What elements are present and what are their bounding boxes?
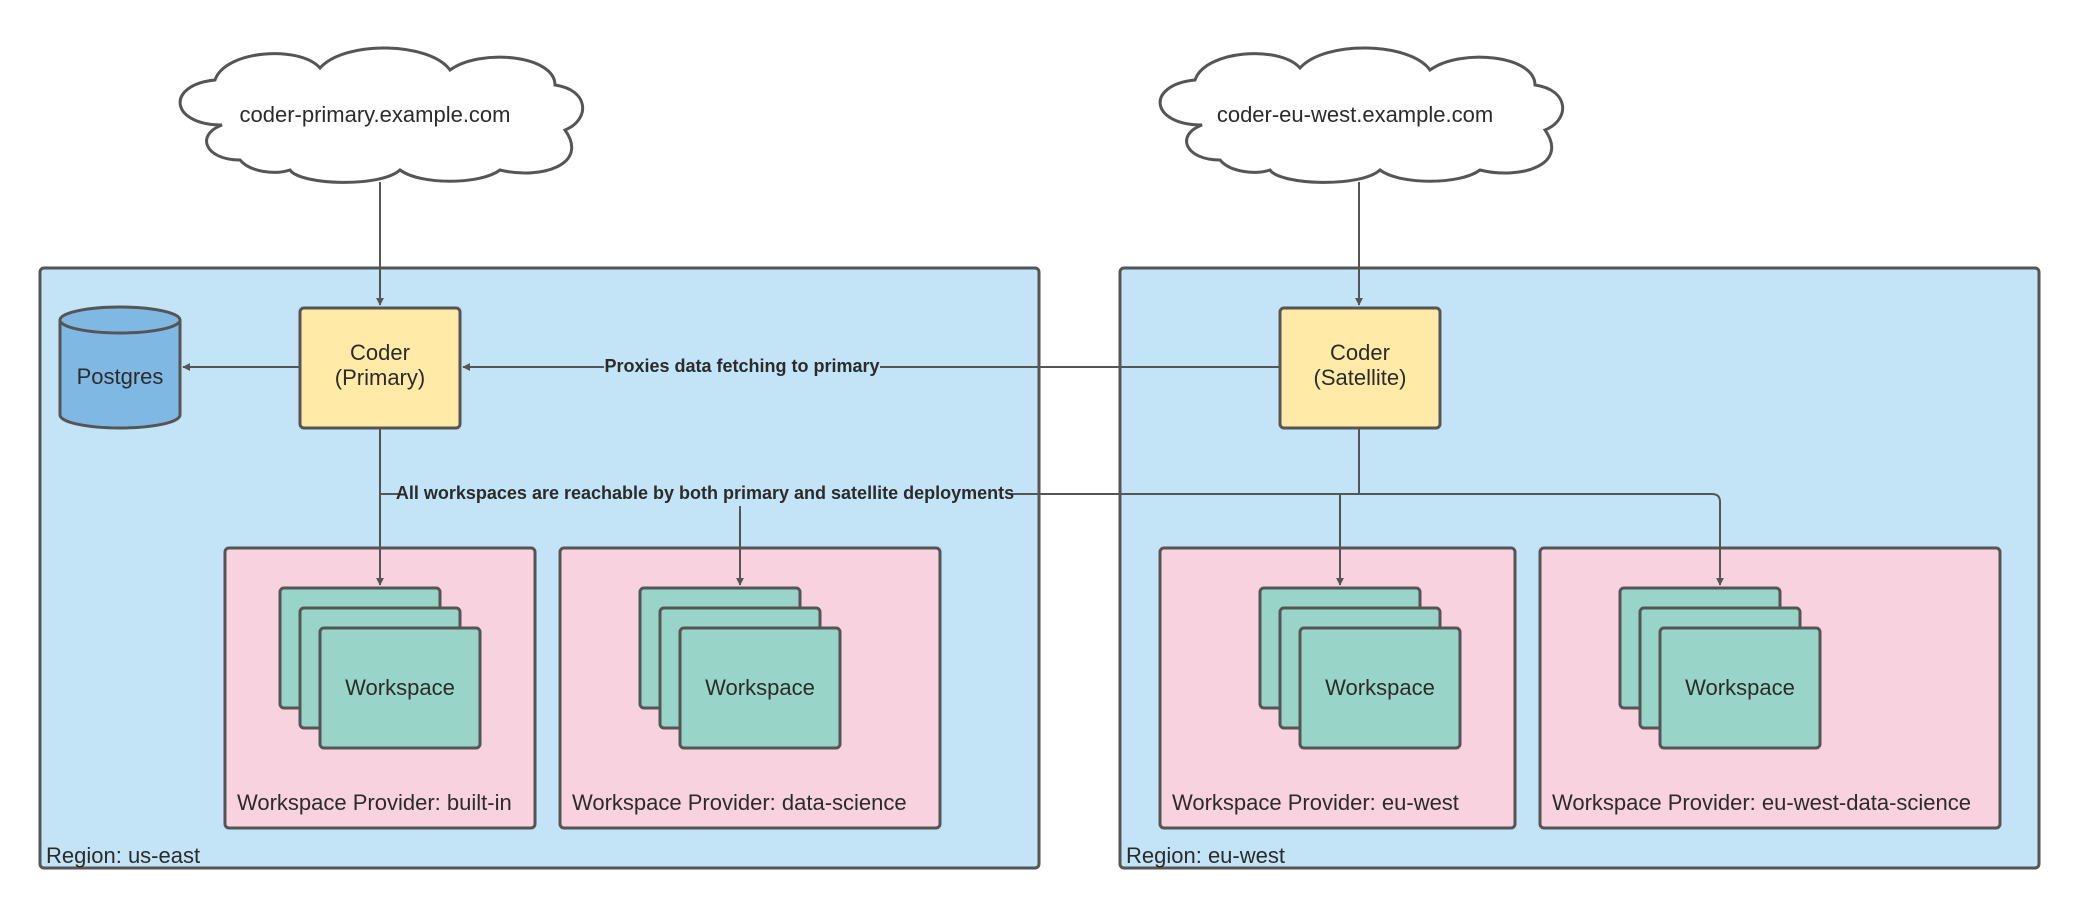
postgres-label: Postgres	[77, 364, 164, 389]
coder-primary-line1: Coder	[350, 340, 410, 365]
cloud-eu-west: coder-eu-west.example.com	[1158, 46, 1564, 184]
workspace-eu-west-data-science-label: Workspace	[1685, 675, 1795, 700]
workspace-stack-built-in: Workspace	[278, 586, 482, 750]
coder-satellite-line2: (Satellite)	[1314, 365, 1407, 390]
workspace-eu-west-label: Workspace	[1325, 675, 1435, 700]
cloud-primary: coder-primary.example.com	[178, 46, 584, 184]
workspace-stack-eu-west-data-science: Workspace	[1618, 586, 1822, 750]
region-eu-west-label: Region: eu-west	[1126, 843, 1285, 868]
cloud-eu-west-label: coder-eu-west.example.com	[1217, 102, 1493, 127]
cloud-primary-shape	[178, 46, 584, 184]
provider-eu-west-data-science-label: Workspace Provider: eu-west-data-science	[1552, 790, 1971, 815]
edge-label-reachable: All workspaces are reachable by both pri…	[396, 480, 1014, 506]
workspace-built-in-label: Workspace	[345, 675, 455, 700]
provider-built-in-label: Workspace Provider: built-in	[237, 790, 512, 815]
coder-satellite-line1: Coder	[1330, 340, 1390, 365]
coder-primary-line2: (Primary)	[335, 365, 425, 390]
cloud-primary-label: coder-primary.example.com	[239, 102, 510, 127]
edge-label-proxies: Proxies data fetching to primary	[604, 353, 880, 379]
workspace-stack-data-science: Workspace	[638, 586, 842, 750]
region-us-east-label: Region: us-east	[46, 843, 200, 868]
postgres-database: Postgres	[58, 305, 182, 430]
provider-data-science-label: Workspace Provider: data-science	[572, 790, 907, 815]
workspace-stack-eu-west: Workspace	[1258, 586, 1462, 750]
coder-primary: Coder (Primary)	[298, 306, 462, 430]
edge-reachable-horizontal	[380, 493, 1724, 586]
coder-satellite: Coder (Satellite)	[1278, 306, 1442, 430]
edge-label-reachable-text: All workspaces are reachable by both pri…	[396, 483, 1014, 503]
provider-eu-west-label: Workspace Provider: eu-west	[1172, 790, 1459, 815]
cloud-eu-west-shape	[1158, 46, 1564, 184]
edge-label-proxies-text: Proxies data fetching to primary	[604, 356, 879, 376]
workspace-data-science-label: Workspace	[705, 675, 815, 700]
